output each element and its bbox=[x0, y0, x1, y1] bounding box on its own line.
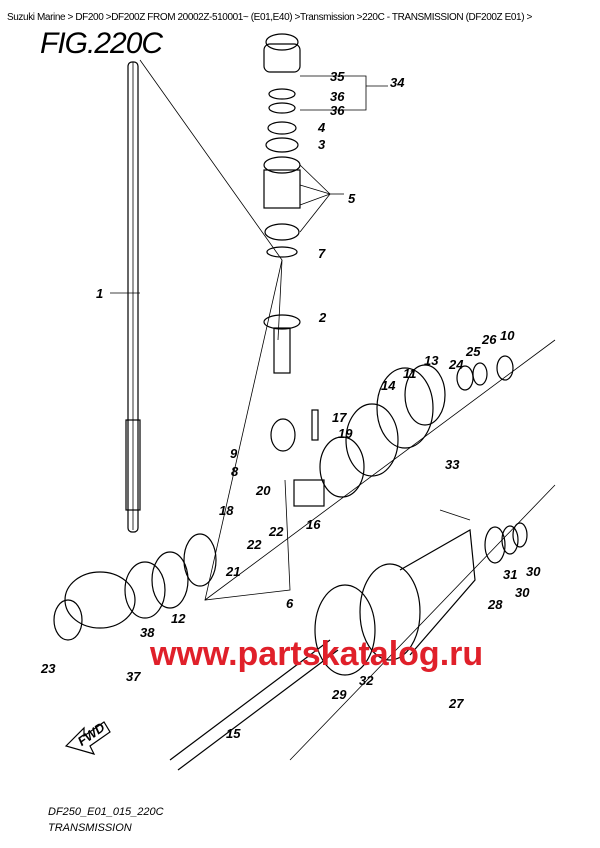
drive-shaft bbox=[125, 61, 141, 533]
callout-label: 11 bbox=[403, 366, 417, 381]
callout-label: 38 bbox=[140, 625, 155, 640]
callout-label: 28 bbox=[487, 597, 503, 612]
callout-label: 19 bbox=[338, 426, 353, 441]
callout-label: 3 bbox=[318, 137, 326, 152]
callout-label: 7 bbox=[318, 246, 326, 261]
top-bearing-stack bbox=[263, 33, 301, 374]
callout-brackets bbox=[110, 75, 388, 294]
callout-label: 13 bbox=[424, 353, 439, 368]
callout-label: 23 bbox=[40, 661, 56, 676]
callout-labels: 35 34 36 36 4 3 5 7 1 2 10 26 25 24 13 1… bbox=[40, 69, 541, 741]
callout-label: 22 bbox=[246, 537, 262, 552]
callout-label: 2 bbox=[318, 310, 327, 325]
callout-label: 1 bbox=[96, 286, 103, 301]
diagram-code: DF250_E01_015_220C bbox=[48, 806, 164, 818]
callout-label: 33 bbox=[445, 457, 460, 472]
callout-label: 25 bbox=[465, 344, 481, 359]
callout-label: 20 bbox=[255, 483, 271, 498]
callout-label: 36 bbox=[330, 89, 345, 104]
gear-assembly bbox=[53, 355, 514, 641]
callout-label: 35 bbox=[330, 69, 345, 84]
diagram-name: TRANSMISSION bbox=[48, 822, 132, 834]
propeller-shaft-housing bbox=[169, 522, 528, 771]
callout-label: 4 bbox=[317, 120, 326, 135]
callout-label: 36 bbox=[330, 103, 345, 118]
callout-label: 29 bbox=[331, 687, 347, 702]
callout-label: 31 bbox=[503, 567, 517, 582]
callout-label: 27 bbox=[448, 696, 464, 711]
watermark: www.partskatalog.ru bbox=[149, 635, 483, 673]
guide-lines bbox=[139, 59, 556, 761]
callout-label: 17 bbox=[332, 410, 347, 425]
callout-label: 15 bbox=[226, 726, 241, 741]
callout-label: 30 bbox=[515, 585, 530, 600]
callout-label: 32 bbox=[359, 673, 374, 688]
callout-label: 5 bbox=[348, 191, 356, 206]
callout-label: 12 bbox=[171, 611, 186, 626]
callout-label: 6 bbox=[286, 596, 294, 611]
breadcrumb[interactable]: Suzuki Marine > DF200 >DF200Z FROM 20002… bbox=[7, 12, 532, 23]
callout-label: 37 bbox=[126, 669, 141, 684]
callout-label: 8 bbox=[231, 464, 239, 479]
figure-title: FIG.220C bbox=[40, 27, 163, 60]
callout-label: 16 bbox=[306, 517, 321, 532]
callout-label: 30 bbox=[526, 564, 541, 579]
callout-label: 22 bbox=[268, 524, 284, 539]
callout-label: 18 bbox=[219, 503, 234, 518]
callout-label: 10 bbox=[500, 328, 515, 343]
callout-label: 9 bbox=[230, 446, 238, 461]
callout-label: 26 bbox=[481, 332, 497, 347]
callout-label: 24 bbox=[448, 357, 464, 372]
fwd-arrow: FWD bbox=[64, 719, 111, 755]
callout-label: 14 bbox=[381, 378, 396, 393]
callout-label: 21 bbox=[225, 564, 240, 579]
callout-label: 34 bbox=[390, 75, 405, 90]
